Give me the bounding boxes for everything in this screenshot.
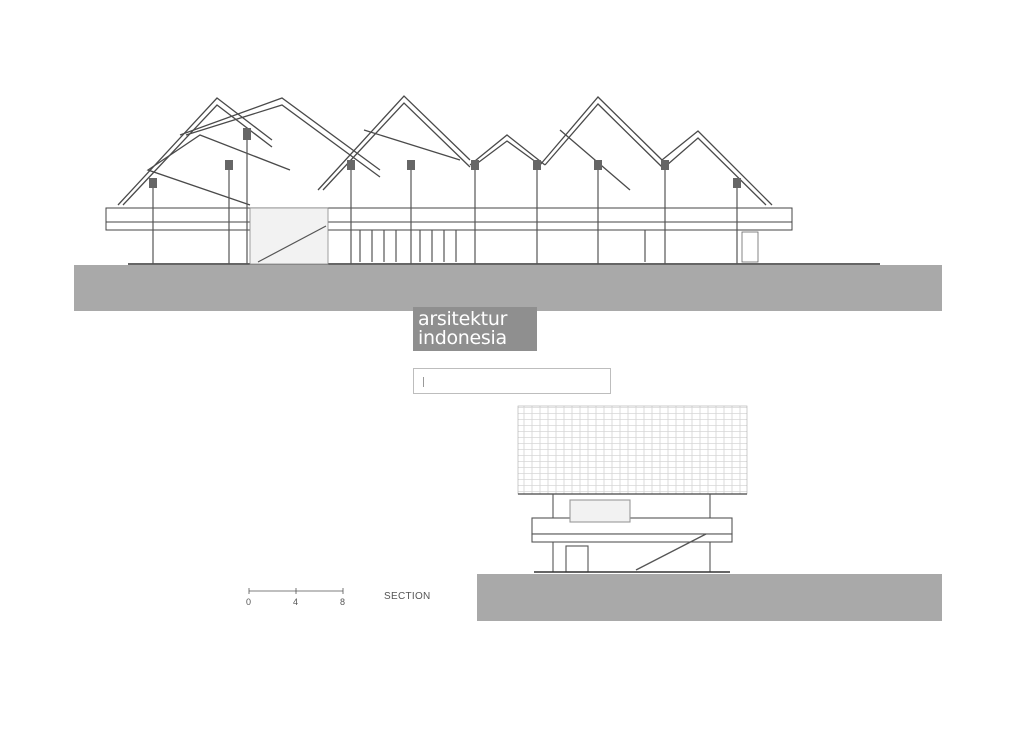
watermark-logo: arsitektur indonesia xyxy=(413,307,537,351)
watermark-line-1: arsitektur xyxy=(418,308,508,330)
cross-section xyxy=(477,405,942,621)
roof-outlines xyxy=(117,95,773,206)
roof-tiles xyxy=(517,405,748,495)
floor-deck xyxy=(105,207,793,265)
long-section xyxy=(74,95,942,311)
ground-mass-top xyxy=(74,265,942,311)
text-caret xyxy=(423,377,424,387)
ground-mass-bottom xyxy=(477,574,942,621)
empty-label-box xyxy=(413,368,611,394)
watermark-line-2: indonesia xyxy=(418,327,507,349)
drawing-title: SECTION xyxy=(384,591,431,602)
columns xyxy=(152,138,738,264)
column-caps xyxy=(149,128,741,188)
cross-structure xyxy=(531,494,733,573)
scale-bar xyxy=(248,588,344,594)
scale-tick-0: 0 xyxy=(246,597,252,607)
scale-tick-8: 8 xyxy=(340,597,346,607)
scale-tick-4: 4 xyxy=(293,597,299,607)
